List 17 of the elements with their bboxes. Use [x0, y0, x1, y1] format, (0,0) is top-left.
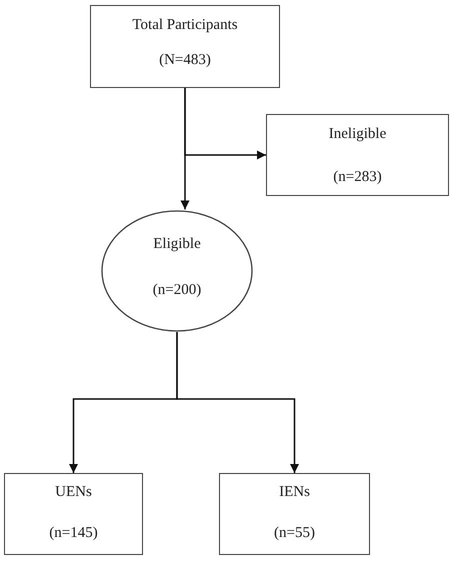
node-title: Total Participants [132, 16, 238, 34]
node-title: IENs [279, 483, 310, 501]
node-title: Eligible [153, 235, 201, 253]
count-label: (N=483) [159, 51, 211, 69]
count-label: (n=145) [49, 524, 98, 542]
count-label: (n=55) [274, 524, 315, 542]
arrow [176, 332, 299, 473]
count-label: (n=283) [333, 168, 382, 186]
process-box [4, 473, 143, 555]
process-box [90, 5, 280, 88]
count-label: (n=200) [152, 281, 202, 299]
node-title: Ineligible [328, 125, 386, 143]
arrow [184, 88, 266, 160]
node-title: UENs [55, 483, 92, 501]
ellipse-node [101, 210, 253, 332]
process-box [266, 114, 449, 196]
process-box [219, 473, 370, 555]
